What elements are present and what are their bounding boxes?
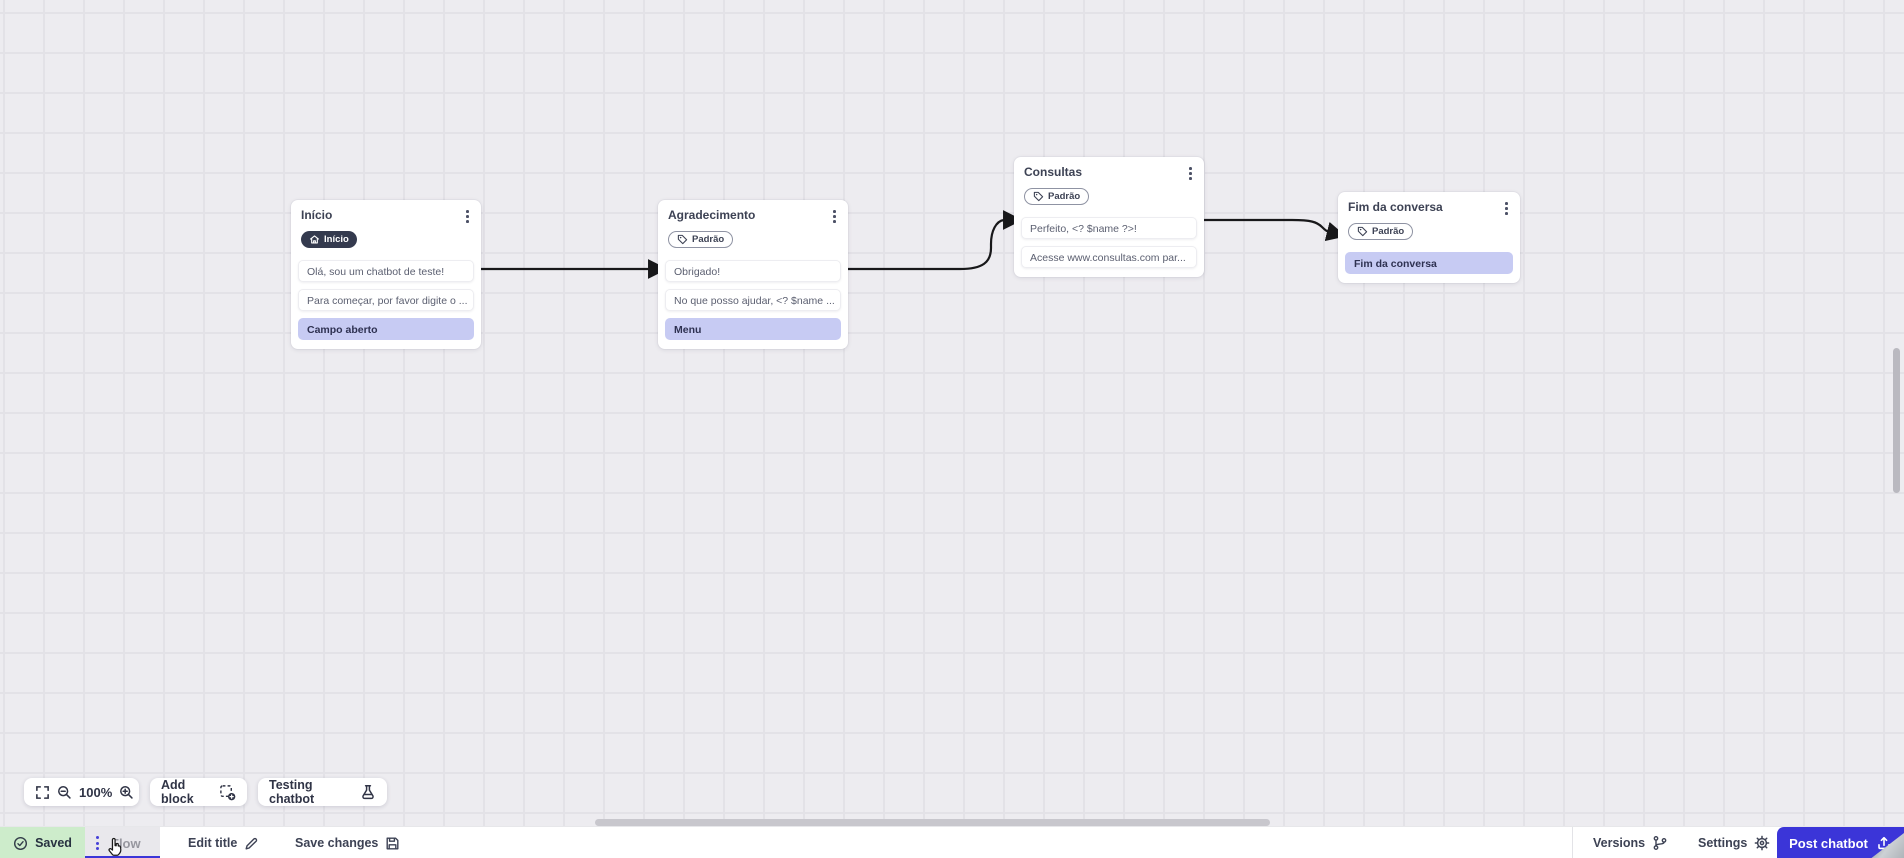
testing-chatbot-button[interactable]: Testing chatbot: [258, 778, 387, 806]
gear-icon: [1754, 835, 1770, 851]
check-circle-icon: [13, 836, 28, 851]
zoom-in-icon[interactable]: [119, 785, 134, 800]
edit-title-button[interactable]: Edit title: [188, 827, 259, 858]
flow-canvas[interactable]: [0, 0, 1904, 826]
flow-node-inicio[interactable]: Início Início Olá, sou um chatbot de tes…: [291, 200, 481, 349]
badge-label: Padrão: [1372, 225, 1405, 237]
message-row[interactable]: No que posso ajudar, <? $name ...: [665, 289, 841, 311]
home-icon: [309, 234, 320, 245]
save-changes-button[interactable]: Save changes: [295, 827, 400, 858]
kebab-menu-icon[interactable]: [1502, 200, 1511, 217]
node-type-badge: Padrão: [1348, 223, 1414, 240]
node-title: Início: [301, 208, 333, 222]
input-row[interactable]: Campo aberto: [298, 318, 474, 340]
save-changes-label: Save changes: [295, 836, 379, 850]
status-bar: Saved Flow Edit title Save changes: [0, 826, 1904, 858]
branch-icon: [1652, 835, 1668, 851]
node-type-badge: Padrão: [1024, 188, 1090, 205]
save-icon: [385, 836, 400, 851]
testing-chatbot-label: Testing chatbot: [269, 778, 315, 806]
post-chatbot-button[interactable]: Post chatbot: [1777, 827, 1904, 858]
settings-label: Settings: [1698, 836, 1748, 850]
node-title: Consultas: [1024, 165, 1083, 179]
add-block-button[interactable]: Add block: [150, 778, 247, 806]
node-type-badge: Padrão: [668, 231, 734, 248]
zoom-toolbar: 100%: [24, 778, 139, 806]
kebab-menu-icon[interactable]: [830, 208, 839, 225]
saved-label: Saved: [35, 836, 72, 850]
pencil-icon: [244, 836, 259, 851]
horizontal-scrollbar[interactable]: [595, 819, 1270, 826]
flow-node-fim-da-conversa[interactable]: Fim da conversa Padrão Fim da conversa: [1338, 192, 1520, 283]
tag-icon: [677, 234, 688, 245]
kebab-menu-icon[interactable]: [463, 208, 472, 225]
badge-label: Padrão: [692, 233, 725, 245]
flask-icon: [360, 784, 376, 800]
add-block-icon: [219, 784, 236, 801]
badge-label: Início: [324, 233, 349, 245]
tag-icon: [1357, 226, 1368, 237]
end-row[interactable]: Fim da conversa: [1345, 252, 1513, 274]
message-row[interactable]: Perfeito, <? $name ?>!: [1021, 217, 1197, 239]
message-row[interactable]: Obrigado!: [665, 260, 841, 282]
kebab-menu-icon[interactable]: [1186, 165, 1195, 182]
tab-flow[interactable]: Flow: [85, 827, 160, 858]
post-chatbot-label: Post chatbot: [1789, 835, 1868, 851]
flow-node-consultas[interactable]: Consultas Padrão Perfeito, <? $name ?>! …: [1014, 157, 1204, 277]
statusbar-divider: [1572, 827, 1573, 858]
message-row[interactable]: Olá, sou um chatbot de teste!: [298, 260, 474, 282]
vertical-scrollbar[interactable]: [1893, 348, 1900, 493]
message-row[interactable]: Para começar, por favor digite o ...: [298, 289, 474, 311]
node-title: Agradecimento: [668, 208, 756, 222]
menu-row[interactable]: Menu: [665, 318, 841, 340]
versions-label: Versions: [1593, 836, 1646, 850]
settings-button[interactable]: Settings: [1698, 827, 1770, 858]
fullscreen-icon[interactable]: [35, 785, 50, 800]
kebab-menu-icon[interactable]: [94, 834, 101, 852]
add-block-label: Add block: [161, 778, 194, 806]
node-title: Fim da conversa: [1348, 200, 1443, 214]
message-row[interactable]: Acesse www.consultas.com par...: [1021, 246, 1197, 268]
flow-node-agradecimento[interactable]: Agradecimento Padrão Obrigado! No que po…: [658, 200, 848, 349]
tag-icon: [1033, 191, 1044, 202]
saved-status-badge: Saved: [0, 827, 85, 858]
edit-title-label: Edit title: [188, 836, 238, 850]
active-tab-indicator: [85, 856, 160, 858]
zoom-out-icon[interactable]: [57, 785, 72, 800]
versions-button[interactable]: Versions: [1593, 827, 1668, 858]
node-type-badge: Início: [301, 231, 357, 248]
flow-tab-label: Flow: [111, 835, 141, 851]
zoom-level: 100%: [79, 784, 113, 800]
badge-label: Padrão: [1048, 190, 1081, 202]
